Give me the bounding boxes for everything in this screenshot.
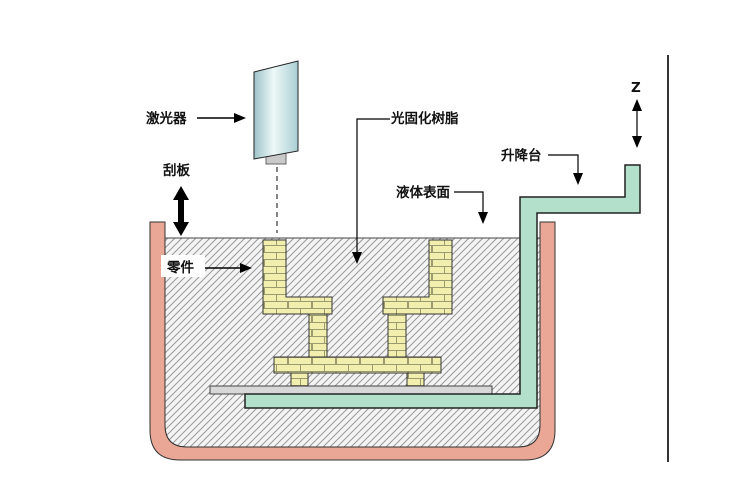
lift-platform — [244, 164, 641, 409]
label-z-axis: Z — [631, 80, 641, 96]
build-plate — [209, 385, 493, 395]
printed-part — [262, 239, 453, 387]
part-right-column — [382, 239, 453, 315]
label-platform: 升降台 — [501, 147, 542, 164]
surface-label-arrow — [454, 191, 488, 224]
resin-label-arrow — [352, 118, 390, 264]
platform-label-arrow — [548, 154, 583, 185]
label-part: 零件 — [166, 259, 194, 276]
label-laser: 激光器 — [146, 110, 187, 127]
part-right-post — [387, 313, 407, 358]
part-label-bg — [161, 255, 205, 277]
part-beam — [273, 356, 442, 374]
laser-body — [253, 60, 299, 160]
part-left-column — [262, 239, 333, 315]
part-left-post — [308, 313, 328, 358]
label-resin: 光固化树脂 — [390, 110, 459, 127]
resin-tank — [149, 221, 556, 461]
label-scraper: 刮板 — [163, 162, 190, 179]
scraper-motion-arrow — [173, 186, 189, 236]
label-surface: 液体表面 — [396, 184, 450, 201]
laser-device — [253, 60, 299, 165]
part-right-foot — [406, 372, 425, 387]
part-left-foot — [290, 372, 309, 387]
resin-liquid — [164, 237, 541, 448]
